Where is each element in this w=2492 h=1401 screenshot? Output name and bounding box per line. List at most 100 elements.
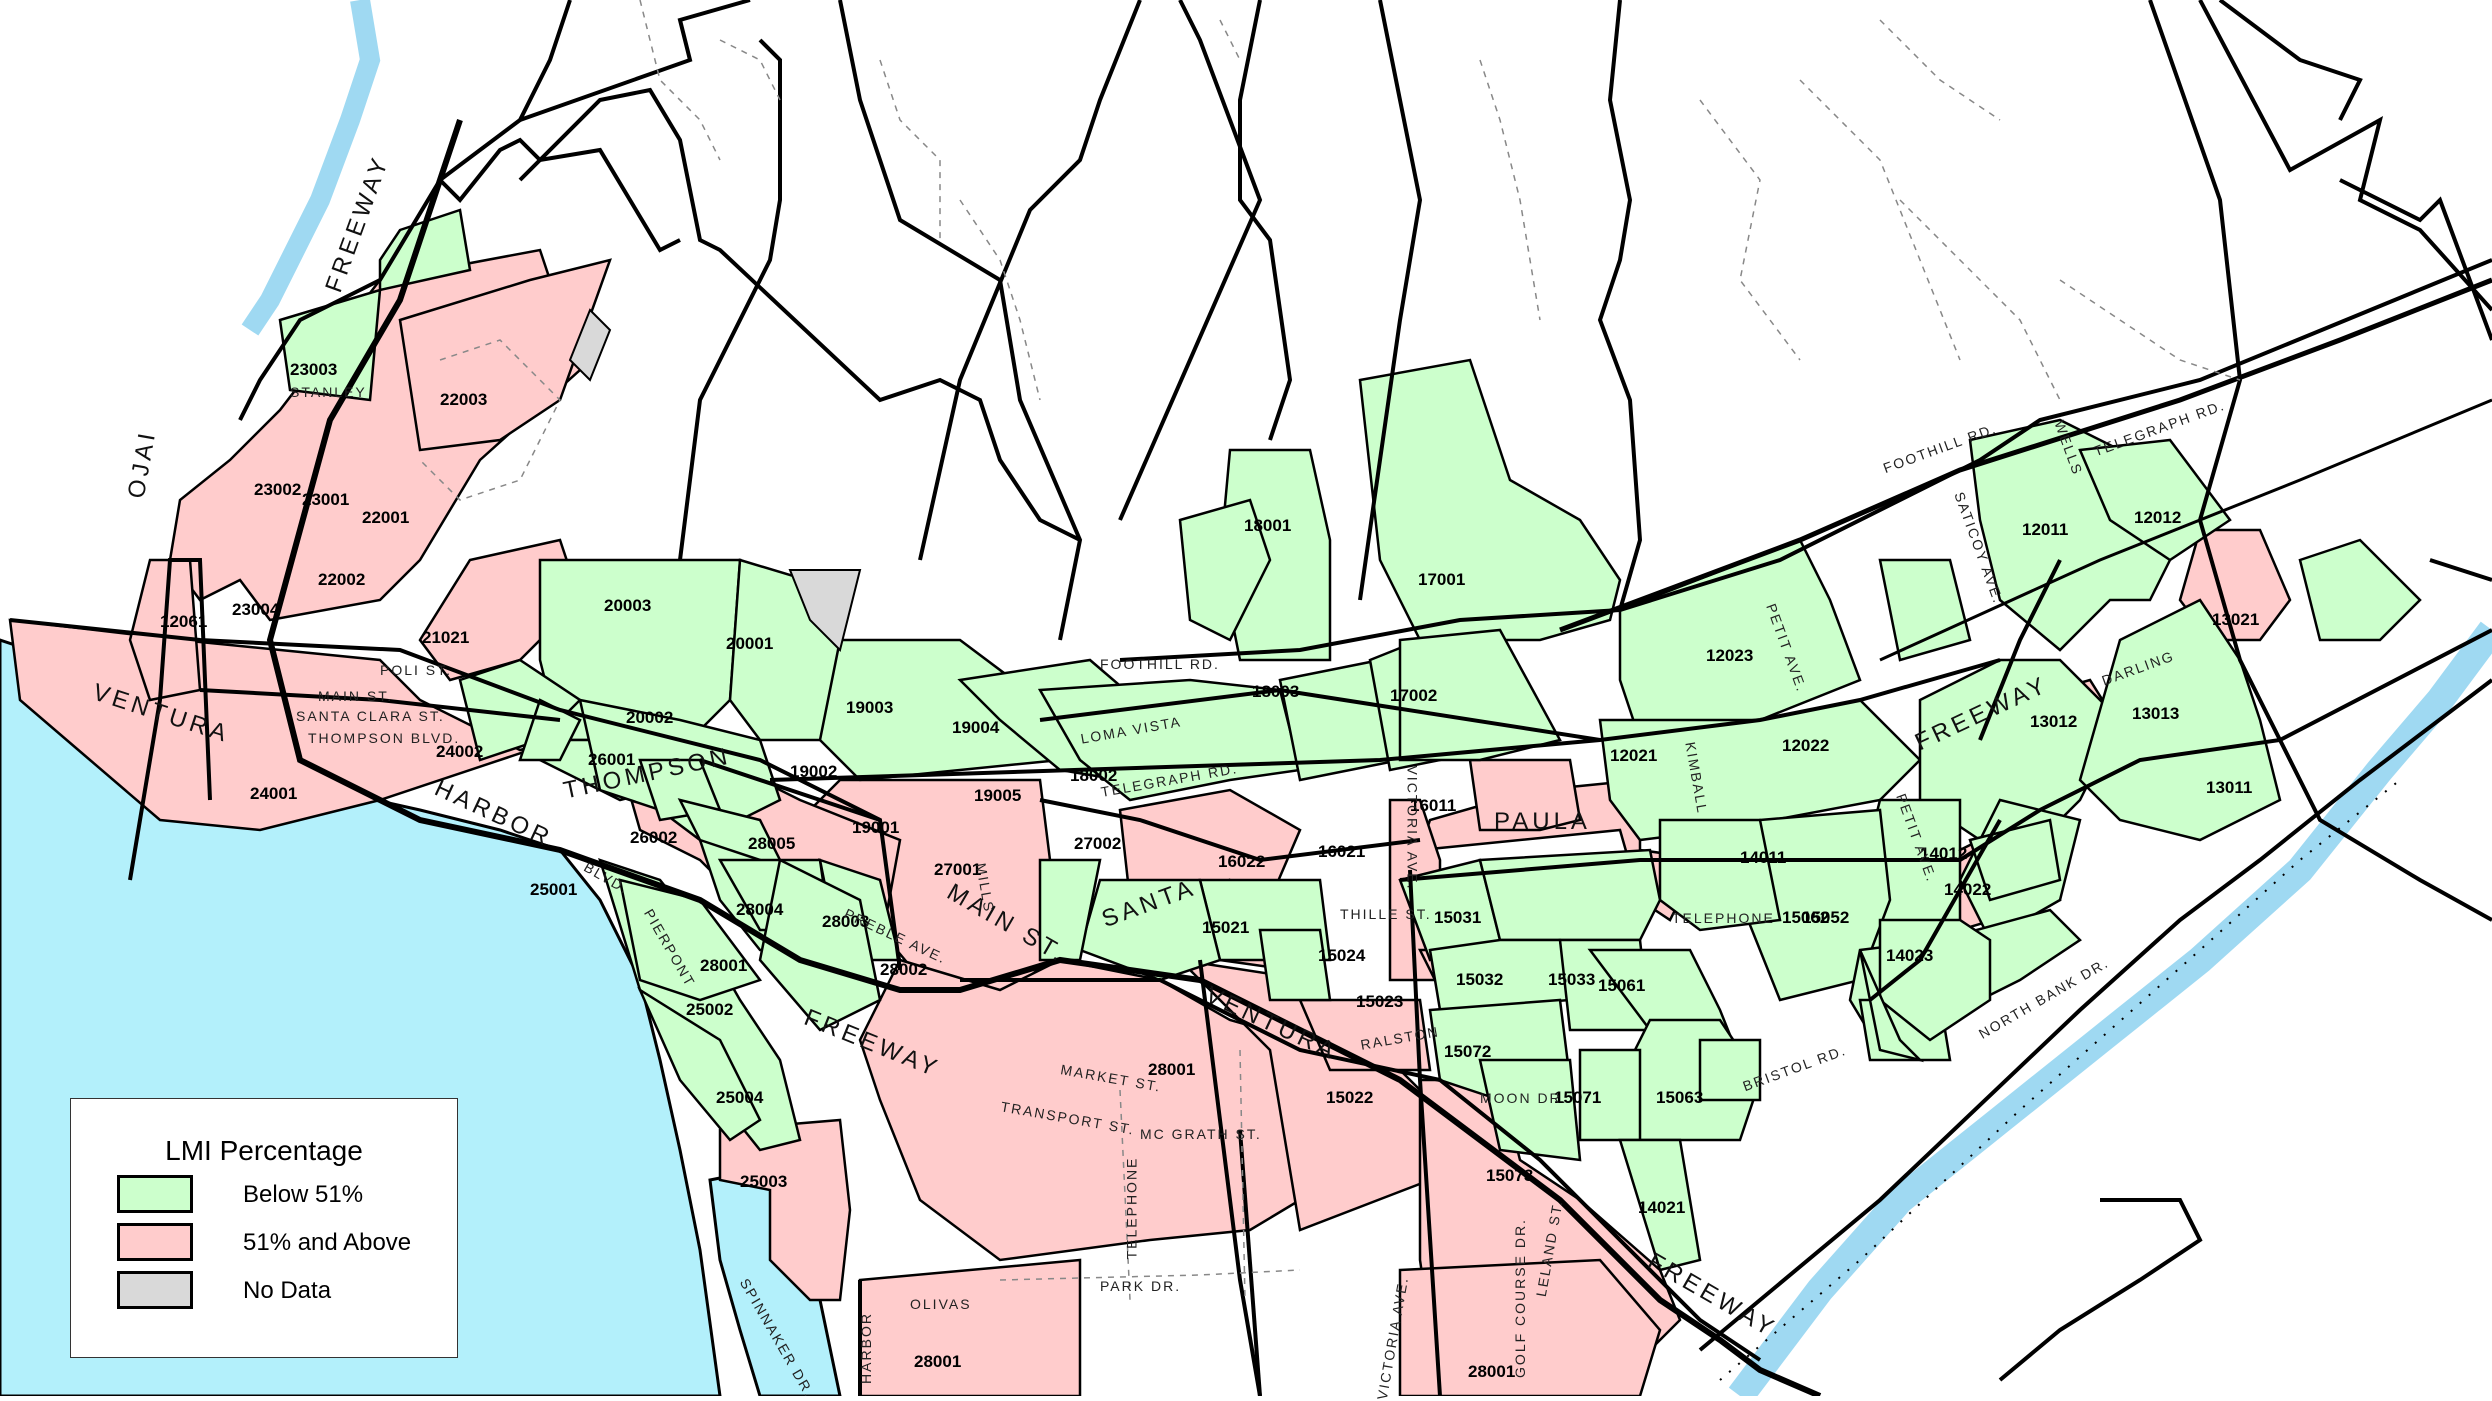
tract-label: 20002 bbox=[626, 708, 674, 727]
tract-label: 28001 bbox=[914, 1352, 962, 1371]
legend-label-low: Below 51% bbox=[243, 1181, 364, 1208]
tract-label: 25003 bbox=[740, 1172, 788, 1191]
tract-label: 17001 bbox=[1418, 570, 1466, 589]
tract-label: 15023 bbox=[1356, 992, 1404, 1011]
river-west bbox=[241, 0, 381, 336]
tract-label: 12061 bbox=[160, 612, 208, 631]
tract-label: 16011 bbox=[1410, 796, 1457, 815]
tract-label: 18003 bbox=[1252, 682, 1300, 701]
freeway-east-line bbox=[1559, 277, 2492, 633]
tract-label: 16022 bbox=[1218, 852, 1266, 871]
tract-label: 12021 bbox=[1610, 746, 1658, 765]
legend-title: LMI Percentage bbox=[165, 1135, 363, 1166]
tract-label: 22003 bbox=[440, 390, 488, 409]
tract-label: 15073 bbox=[1486, 1166, 1534, 1185]
freeway-line bbox=[266, 119, 1822, 1396]
tract-label: 23003 bbox=[290, 360, 338, 379]
street-golf-course: GOLF COURSE DR. bbox=[1511, 1218, 1528, 1378]
tract-label: 14021 bbox=[1638, 1198, 1686, 1217]
tract-label: 19003 bbox=[846, 698, 894, 717]
tract-label: 16021 bbox=[1318, 842, 1366, 861]
legend: LMI Percentage Below 51% 51% and Above N… bbox=[70, 1098, 458, 1358]
tract-label: 19001 bbox=[852, 818, 900, 837]
tract-label: 27001 bbox=[934, 860, 982, 879]
street-olivas: OLIVAS bbox=[910, 1296, 972, 1312]
street-foothill-mid: FOOTHILL RD. bbox=[1100, 656, 1220, 672]
street-stanley: STANLEY bbox=[290, 384, 367, 400]
street-paula: PAULA bbox=[1494, 808, 1591, 835]
street-harbor-blvd: HARBOR bbox=[857, 1312, 874, 1384]
tract-label: 14022 bbox=[1944, 880, 1992, 899]
tract-label: 27002 bbox=[1074, 834, 1122, 853]
legend-swatch-low bbox=[117, 1175, 193, 1213]
tract-label: 15052 bbox=[1802, 908, 1850, 927]
tract-label: 28003 bbox=[822, 912, 870, 931]
tract-label: 28001 bbox=[1148, 1060, 1196, 1079]
tract-label: 13013 bbox=[2132, 704, 2180, 723]
legend-swatch-high bbox=[117, 1223, 193, 1261]
tract-label: 24001 bbox=[250, 784, 298, 803]
tract-label: 22002 bbox=[318, 570, 366, 589]
tract-label: 15033 bbox=[1548, 970, 1596, 989]
contour-lines bbox=[419, 0, 2241, 1301]
tract-label: 19004 bbox=[952, 718, 1000, 737]
legend-label-nodata: No Data bbox=[243, 1277, 332, 1304]
street-santa-clara: SANTA CLARA ST. bbox=[296, 708, 445, 724]
tract-label: 19005 bbox=[974, 786, 1022, 805]
tract-label: 14023 bbox=[1886, 946, 1934, 965]
tract-label: 15062 bbox=[1782, 908, 1830, 927]
tract-label: 20001 bbox=[726, 634, 774, 653]
street-poli: POLI ST. bbox=[380, 662, 453, 678]
tract-label: 28001 bbox=[1468, 1362, 1516, 1381]
tract-label: 19002 bbox=[790, 762, 838, 781]
tract-label: 12023 bbox=[1706, 646, 1754, 665]
street-mcgrath: MC GRATH ST. bbox=[1140, 1126, 1262, 1142]
boundary-lines bbox=[9, 0, 2492, 1396]
tract-label: 13011 bbox=[2206, 778, 2253, 797]
tract-label: 26001 bbox=[588, 750, 636, 769]
street-telephone-vert: TELEPHONE bbox=[1123, 1156, 1140, 1260]
legend-swatch-nodata bbox=[117, 1271, 193, 1309]
tract-label: 12022 bbox=[1782, 736, 1830, 755]
tract-label: 28002 bbox=[880, 960, 928, 979]
street-thompson-blvd: THOMPSON BLVD. bbox=[308, 730, 461, 746]
tract-label: 24002 bbox=[436, 742, 484, 761]
tract-label: 15061 bbox=[1598, 976, 1646, 995]
tract-label: 13012 bbox=[2030, 712, 2078, 731]
tract-label: 14012 bbox=[1920, 844, 1968, 863]
tract-label: 15022 bbox=[1326, 1088, 1374, 1107]
tract-label: 20003 bbox=[604, 596, 652, 615]
no-data-areas bbox=[568, 308, 862, 652]
tract-label: 28004 bbox=[736, 900, 784, 919]
tract-label: 13021 bbox=[2212, 610, 2260, 629]
street-main: MAIN ST. bbox=[318, 688, 394, 704]
tract-label: 28001 bbox=[700, 956, 748, 975]
tract-label: 25002 bbox=[686, 1000, 734, 1019]
river-east bbox=[1728, 621, 2492, 1396]
tract-label: 12011 bbox=[2022, 520, 2069, 539]
tract-label: 28005 bbox=[748, 834, 796, 853]
tract-label: 25004 bbox=[716, 1088, 764, 1107]
street-moon: MOON DR. bbox=[1480, 1090, 1568, 1106]
tract-label: 23004 bbox=[232, 600, 280, 619]
tract-label: 26002 bbox=[630, 828, 678, 847]
legend-label-high: 51% and Above bbox=[243, 1229, 412, 1256]
tract-label: 15032 bbox=[1456, 970, 1504, 989]
tract-label: 18002 bbox=[1070, 766, 1118, 785]
tract-label: 23002 bbox=[254, 480, 302, 499]
tract-label: 25001 bbox=[530, 880, 578, 899]
tract-label: 15031 bbox=[1434, 908, 1482, 927]
tract-label: 22001 bbox=[362, 508, 410, 527]
street-park: PARK DR. bbox=[1100, 1278, 1182, 1294]
street-thille: THILLE ST. bbox=[1340, 906, 1432, 922]
tract-label: 23001 bbox=[302, 490, 350, 509]
street-victoria: VICTORIA AVE. bbox=[1404, 765, 1421, 891]
tract-label: 17002 bbox=[1390, 686, 1438, 705]
tract-label: 15063 bbox=[1656, 1088, 1704, 1107]
freeway-east-line-2 bbox=[1879, 398, 2492, 662]
tract-label: 15021 bbox=[1202, 918, 1250, 937]
tract-label: 15071 bbox=[1554, 1088, 1602, 1107]
tract-label: 15072 bbox=[1444, 1042, 1492, 1061]
tract-label: 21021 bbox=[422, 628, 470, 647]
